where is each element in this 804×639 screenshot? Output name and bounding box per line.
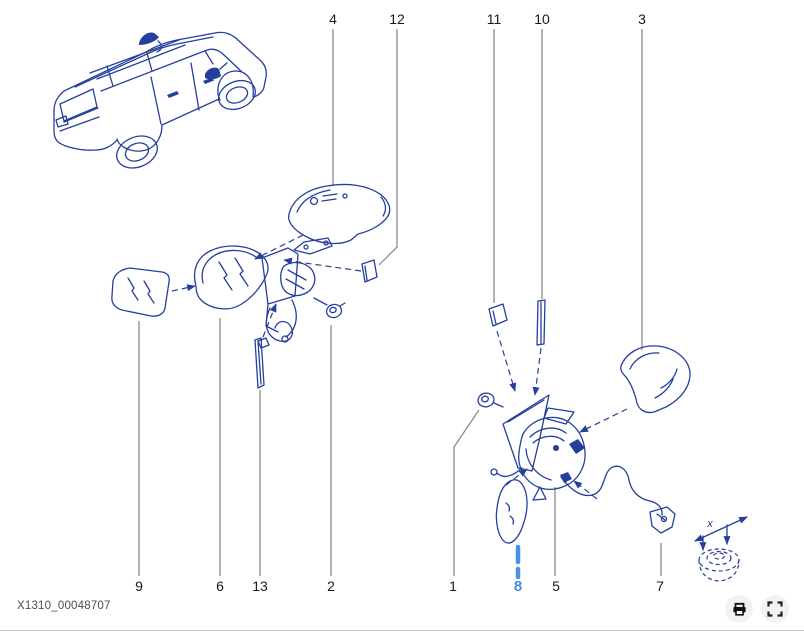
part-mirror-glass-8	[495, 479, 528, 544]
callout-6[interactable]: 6	[216, 578, 224, 594]
roof-antenna-mark	[139, 32, 159, 45]
callout-1[interactable]: 1	[449, 578, 457, 594]
callout-8-selected[interactable]: 8	[514, 578, 522, 595]
part-clip-11	[488, 303, 508, 327]
callout-3[interactable]: 3	[638, 11, 646, 27]
figure-code: X1310_00048707	[17, 600, 111, 612]
callout-2[interactable]: 2	[327, 578, 335, 594]
part-mirror-cap-4	[288, 183, 391, 245]
part-grommet-1	[477, 392, 504, 408]
part-clip-12	[361, 259, 378, 283]
part-trim-strip-13	[254, 337, 265, 389]
left-mirror-assembly	[111, 183, 391, 389]
leader-line-1	[453, 409, 480, 576]
fullscreen-icon	[767, 601, 783, 617]
print-button[interactable]	[725, 595, 753, 623]
right-mirror-assembly	[477, 299, 691, 544]
leader-lines	[138, 29, 662, 580]
callout-9[interactable]: 9	[135, 578, 143, 594]
part-mirror-cap-3	[620, 345, 691, 414]
callout-4[interactable]: 4	[329, 11, 337, 27]
printer-icon	[732, 602, 746, 616]
door-mirror-mark	[205, 67, 221, 80]
part-mirror-glass-9	[111, 267, 170, 317]
callout-10[interactable]: 10	[534, 11, 550, 27]
reflection-marks	[505, 502, 515, 525]
footer-divider	[0, 630, 804, 631]
callout-12[interactable]: 12	[389, 11, 405, 27]
part-harness-7	[560, 465, 676, 534]
reflection-marks	[218, 257, 249, 291]
callout-11[interactable]: 11	[487, 11, 502, 27]
part-trim-strip-10	[536, 299, 546, 346]
assembly-arrows	[171, 234, 628, 500]
footer-toolbar	[725, 595, 789, 623]
wiring-harness	[265, 307, 294, 342]
leader-line-12	[378, 29, 398, 266]
fullscreen-button[interactable]	[761, 595, 789, 623]
callout-labels: 4 12 11 10 3 9 6 13 2 1 8 5 7	[135, 11, 664, 595]
part-mirror-housing-6	[193, 237, 333, 349]
ghost-part	[698, 548, 740, 582]
callout-7[interactable]: 7	[656, 578, 664, 594]
dimension-label-x: x	[706, 518, 713, 530]
car-illustration	[53, 31, 267, 169]
callout-5[interactable]: 5	[552, 578, 560, 594]
part-grommet-2	[325, 302, 346, 319]
reflection-marks	[127, 277, 155, 304]
callout-13[interactable]: 13	[252, 578, 268, 594]
dimension-inset: x	[694, 516, 748, 582]
